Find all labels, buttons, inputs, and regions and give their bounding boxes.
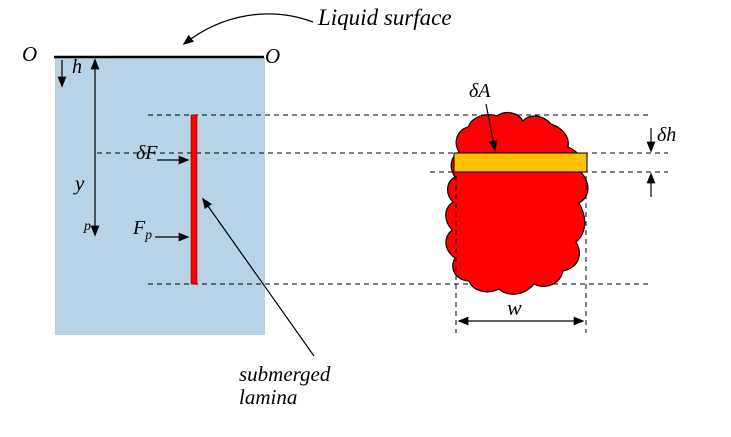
- submerged-lamina-line1: submerged: [239, 362, 331, 386]
- submerged-lamina-arrow: [202, 197, 315, 357]
- deltaA-arrow: [485, 103, 498, 152]
- liquid-surface-label: Liquid surface: [318, 5, 452, 30]
- h-label: h: [72, 56, 82, 78]
- liquid-body: [55, 57, 265, 335]
- lamina-side-view: [190, 114, 198, 285]
- deltah-label: δh: [657, 124, 677, 146]
- w-label: w: [507, 295, 522, 320]
- strip-deltaA: [453, 152, 588, 173]
- liquid-surface-arrow: [182, 13, 314, 46]
- submerged-lamina-label: submerged lamina: [239, 363, 330, 408]
- Fp-sub: p: [145, 227, 153, 242]
- Fp-main: F: [133, 217, 146, 239]
- Fp-label: Fp: [133, 217, 153, 243]
- deltaF-label: δF: [136, 142, 158, 164]
- origin-left-label: O: [22, 42, 38, 66]
- y-subscript-label: p: [84, 219, 91, 234]
- lamina-front-view: [445, 111, 589, 295]
- y-label: y: [75, 171, 85, 195]
- origin-right-label: O: [265, 44, 281, 68]
- deltaA-label: δA: [469, 80, 491, 102]
- submerged-lamina-line2: lamina: [239, 384, 298, 409]
